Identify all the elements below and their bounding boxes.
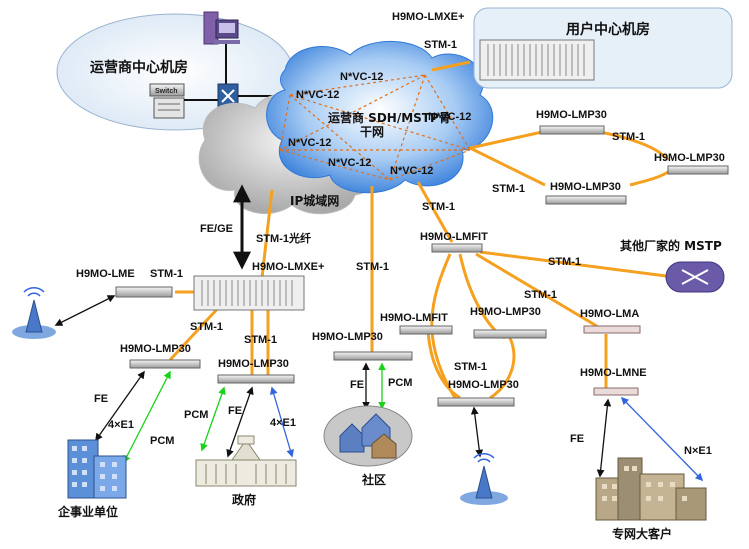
svg-text:Switch: Switch bbox=[155, 88, 178, 95]
government-building-icon bbox=[195, 435, 297, 487]
sdh-backbone-label: 运营商 SDH/MSTP骨 干网 bbox=[328, 110, 455, 139]
lmp30-right-top-device bbox=[539, 125, 605, 135]
enterprise-building-icon bbox=[67, 439, 127, 499]
stm1-lmp30-left-label: STM-1 bbox=[190, 321, 223, 333]
stm1-lmp30-mid-label: STM-1 bbox=[244, 334, 277, 346]
operator-room-title: 运营商中心机房 bbox=[90, 59, 188, 76]
lmp30-ring-right-device bbox=[473, 329, 547, 339]
pcm-gov-label: PCM bbox=[184, 409, 208, 421]
lmp30-left-device bbox=[129, 359, 201, 369]
stm1-user-label: STM-1 bbox=[424, 39, 457, 51]
radio-tower-left-icon bbox=[12, 287, 56, 339]
enterprise-label: 企事业单位 bbox=[57, 504, 118, 519]
stm1-fiber-label: STM-1光纤 bbox=[256, 231, 311, 245]
stm1-ring-c-label: STM-1 bbox=[454, 361, 487, 373]
vip-customer-building-icon bbox=[595, 457, 707, 521]
community-label: 社区 bbox=[361, 472, 386, 487]
server-icon bbox=[203, 11, 240, 45]
stm1-other-label: STM-1 bbox=[548, 256, 581, 268]
fe-right-label: FE bbox=[570, 433, 584, 445]
lmp30-left-label: H9MO-LMP30 bbox=[120, 343, 191, 355]
lmp30-right-mid-label: H9MO-LMP30 bbox=[654, 152, 725, 164]
other-mstp-label: 其他厂家的 MSTP bbox=[620, 238, 722, 253]
lme-device bbox=[115, 286, 173, 298]
pcm-comm-label: PCM bbox=[388, 377, 412, 389]
lmxe-top-label: H9MO-LMXE+ bbox=[392, 11, 464, 23]
lmp30-mid-device bbox=[217, 374, 295, 384]
fe-left-label: FE bbox=[94, 393, 108, 405]
stm1-community-label: STM-1 bbox=[356, 261, 389, 273]
pcm-left-label: PCM bbox=[150, 435, 174, 447]
lmp30-mid-label: H9MO-LMP30 bbox=[218, 358, 289, 370]
lmp30-ring-right-label: H9MO-LMP30 bbox=[470, 306, 541, 318]
vip-customer-label: 专网大客户 bbox=[612, 526, 672, 541]
lmxe-center-label: H9MO-LMXE+ bbox=[252, 261, 324, 273]
fe-ge-label: FE/GE bbox=[200, 223, 233, 235]
switch-icon: Switch bbox=[149, 83, 185, 119]
vc12-mesh bbox=[279, 74, 471, 181]
lmxe-center-device bbox=[193, 275, 305, 311]
vc12-label-5: N*VC-12 bbox=[328, 157, 371, 169]
lmfit-left-label: H9MO-LMFIT bbox=[380, 312, 448, 324]
stm1-ring-a-label: STM-1 bbox=[492, 183, 525, 195]
stm1-lmfit-label: STM-1 bbox=[422, 201, 455, 213]
fe-gov-label: FE bbox=[228, 405, 242, 417]
stm1-lme-label: STM-1 bbox=[150, 268, 183, 280]
ip-man-label: IP城域网 bbox=[290, 193, 339, 208]
lmfit-top-device bbox=[431, 243, 483, 253]
lmp30-ring-bottom-label: H9MO-LMP30 bbox=[448, 379, 519, 391]
e1-left-label: 4×E1 bbox=[108, 419, 134, 431]
lmp30-community-device bbox=[333, 351, 413, 361]
lma-label: H9MO-LMA bbox=[580, 308, 639, 320]
ne1-right-label: N×E1 bbox=[684, 445, 712, 457]
stm1-links bbox=[168, 130, 674, 400]
government-label: 政府 bbox=[232, 492, 256, 507]
vc12-label-2: N*VC-12 bbox=[296, 89, 339, 101]
lmp30-right-bot-label: H9MO-LMP30 bbox=[550, 181, 621, 193]
fe-comm-label: FE bbox=[350, 379, 364, 391]
other-mstp-icon bbox=[665, 261, 725, 293]
vc12-label-1: N*VC-12 bbox=[340, 71, 383, 83]
e1-gov-label: 4×E1 bbox=[270, 417, 296, 429]
lmp30-community-label: H9MO-LMP30 bbox=[312, 331, 383, 343]
radio-tower-bottom-icon bbox=[460, 453, 508, 505]
lmfit-top-label: H9MO-LMFIT bbox=[420, 231, 488, 243]
lmp30-ring-bottom-device bbox=[437, 397, 515, 407]
lmp30-right-mid-device bbox=[667, 165, 729, 175]
vc12-label-3: N*VC-12 bbox=[428, 111, 471, 123]
router-icon bbox=[217, 83, 239, 109]
stm1-ring-b-label: STM-1 bbox=[612, 131, 645, 143]
lma-device bbox=[583, 325, 641, 334]
lmne-label: H9MO-LMNE bbox=[580, 367, 647, 379]
lmp30-right-top-label: H9MO-LMP30 bbox=[536, 109, 607, 121]
lmne-device bbox=[593, 387, 639, 396]
stm1-lma-label: STM-1 bbox=[524, 289, 557, 301]
lmxe-top-device bbox=[479, 39, 595, 81]
lmp30-right-bot-device bbox=[545, 195, 627, 205]
community-icon bbox=[323, 405, 413, 467]
vc12-label-6: N*VC-12 bbox=[390, 165, 433, 177]
sdh-backbone-cloud bbox=[266, 40, 494, 194]
user-room-title: 用户中心机房 bbox=[566, 21, 650, 38]
lmfit-left-device bbox=[399, 325, 453, 335]
lme-label: H9MO-LME bbox=[76, 268, 135, 280]
vc12-label-4: N*VC-12 bbox=[288, 137, 331, 149]
